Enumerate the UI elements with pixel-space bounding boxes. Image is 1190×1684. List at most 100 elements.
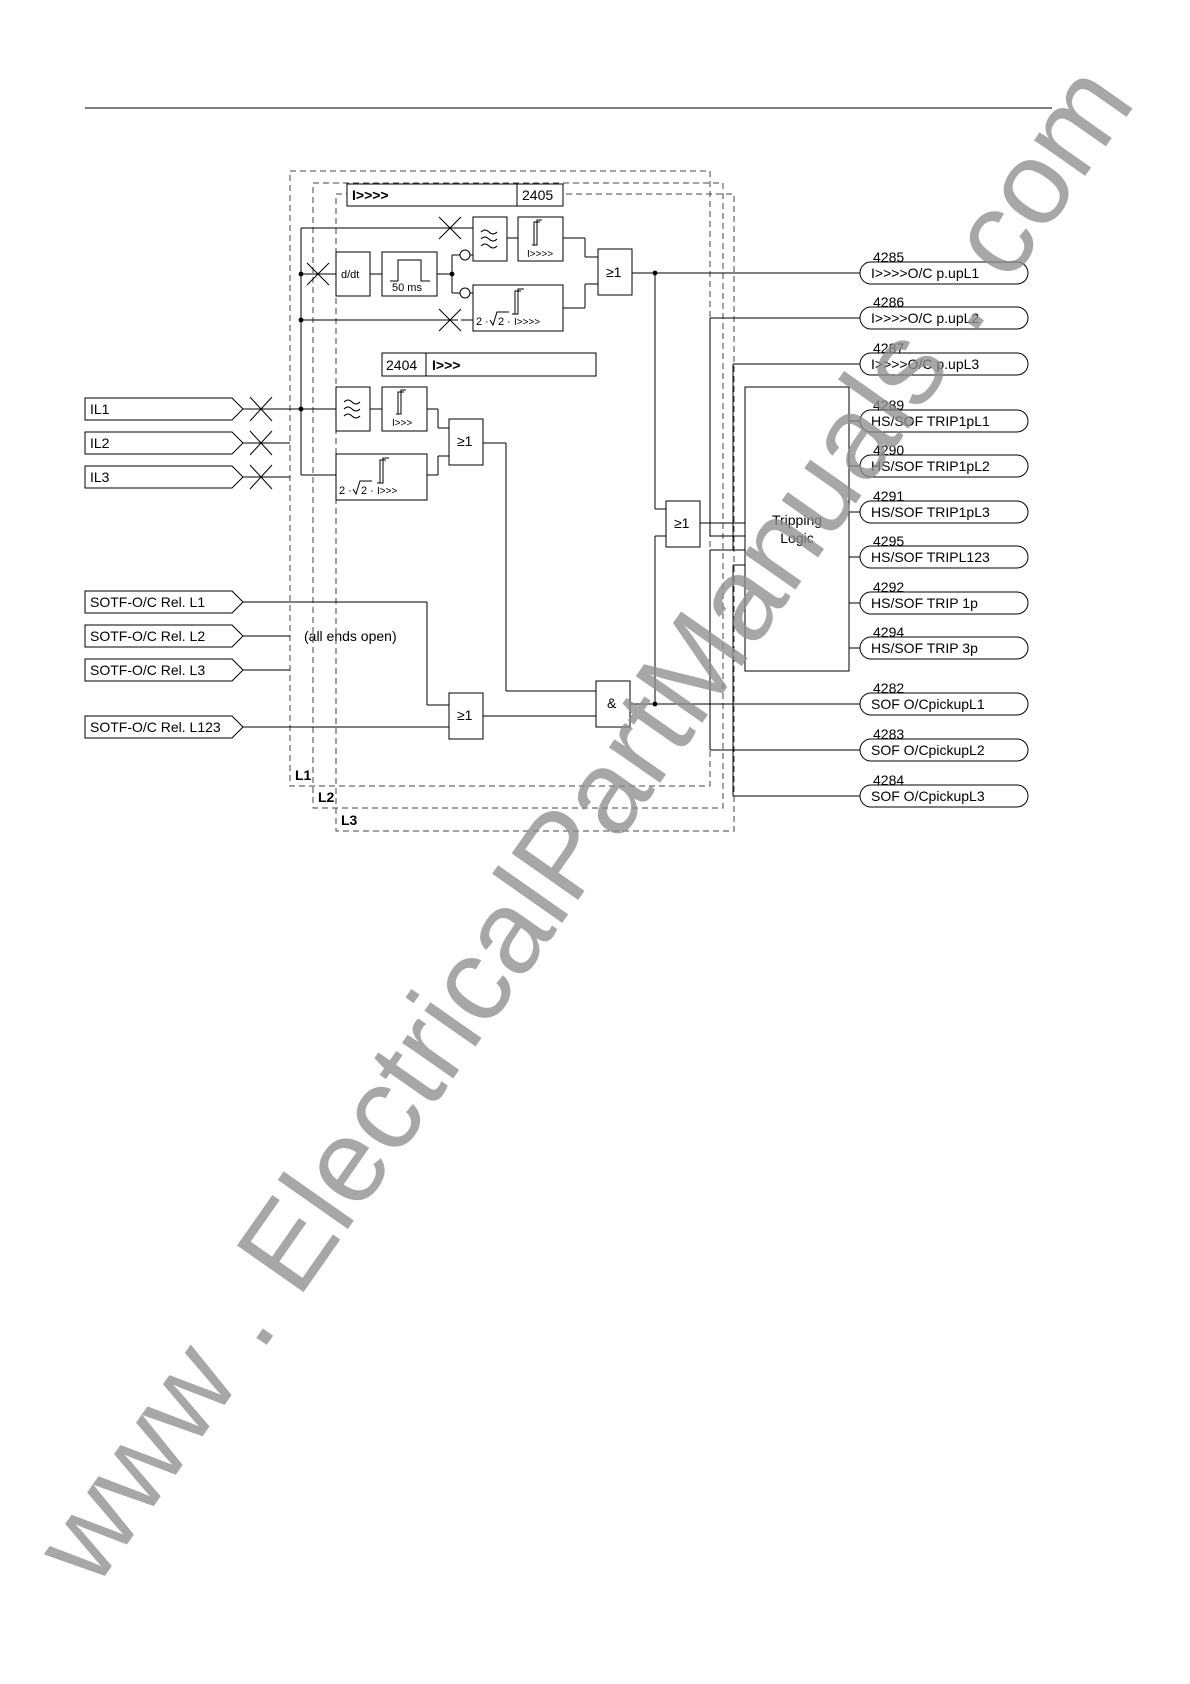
output-4282: 4282 SOF O/CpickupL1 bbox=[859, 680, 1029, 716]
param-2405: I>>>> 2405 bbox=[346, 183, 564, 207]
svg-text:IL2: IL2 bbox=[90, 435, 110, 451]
stage-ihigh4-wiring bbox=[298, 216, 860, 550]
svg-text:4295: 4295 bbox=[873, 533, 904, 549]
svg-text:I>>>>O/C p.upL2: I>>>>O/C p.upL2 bbox=[871, 310, 979, 326]
all-ends-open-note: (all ends open) bbox=[304, 628, 397, 644]
svg-text:≥1: ≥1 bbox=[606, 264, 622, 280]
threshold-ihigh4-2sqrt2: 2 · 2 · I>>>> bbox=[472, 284, 564, 332]
svg-text:&: & bbox=[607, 695, 617, 711]
svg-text:I>>>>O/C p.upL3: I>>>>O/C p.upL3 bbox=[871, 356, 979, 372]
threshold-ihigh3: I>>> bbox=[381, 386, 428, 432]
tripping-logic-block: Tripping Logic bbox=[744, 386, 860, 672]
svg-text:HS/SOF TRIPL123: HS/SOF TRIPL123 bbox=[871, 549, 990, 565]
or-gate-sotf: ≥1 bbox=[448, 692, 596, 740]
phase-label-l1: L1 bbox=[295, 767, 312, 783]
svg-text:I>>>>O/C p.upL1: I>>>>O/C p.upL1 bbox=[871, 265, 979, 281]
svg-text:I>>>: I>>> bbox=[377, 486, 397, 497]
or-gate-ihigh4: ≥1 bbox=[597, 248, 633, 296]
svg-text:SOTF-O/C Rel. L1: SOTF-O/C Rel. L1 bbox=[90, 594, 205, 610]
output-4290: 4290 HS/SOF TRIP1pL2 bbox=[859, 442, 1029, 478]
phase-frame-l1 bbox=[289, 170, 711, 787]
watermark: www . ElectricalPartManuals . com bbox=[8, 41, 1159, 1605]
svg-text:SOTF-O/C Rel. L123: SOTF-O/C Rel. L123 bbox=[90, 719, 221, 735]
output-4294: 4294 HS/SOF TRIP 3p bbox=[859, 624, 1029, 660]
phase-frame-l3 bbox=[335, 193, 735, 832]
svg-text:≥1: ≥1 bbox=[457, 433, 473, 449]
output-4295: 4295 HS/SOF TRIPL123 bbox=[859, 533, 1029, 569]
svg-text:SOTF-O/C Rel. L2: SOTF-O/C Rel. L2 bbox=[90, 628, 205, 644]
input-il3: IL3 bbox=[84, 464, 290, 490]
svg-text:≥1: ≥1 bbox=[674, 515, 690, 531]
svg-text:2: 2 bbox=[498, 316, 504, 328]
svg-text:4282: 4282 bbox=[873, 680, 904, 696]
svg-text:I>>>: I>>> bbox=[392, 418, 412, 429]
svg-text:2405: 2405 bbox=[522, 187, 553, 203]
svg-text:SOF O/CpickupL3: SOF O/CpickupL3 bbox=[871, 788, 985, 804]
svg-text:HS/SOF TRIP1pL3: HS/SOF TRIP1pL3 bbox=[871, 504, 990, 520]
input-sotf-l2: SOTF-O/C Rel. L2 bbox=[84, 624, 290, 648]
inverter-bubbles bbox=[459, 249, 473, 321]
or-gate-trip: ≥1 bbox=[665, 500, 745, 566]
svg-text:·: · bbox=[485, 316, 489, 328]
svg-text:4286: 4286 bbox=[873, 294, 904, 310]
input-sotf-l3: SOTF-O/C Rel. L3 bbox=[84, 658, 290, 682]
svg-text:I>>>>: I>>>> bbox=[514, 317, 540, 328]
svg-text:4287: 4287 bbox=[873, 340, 904, 356]
svg-text:·: · bbox=[348, 485, 352, 497]
svg-text:2: 2 bbox=[339, 485, 345, 497]
filter-block-1 bbox=[472, 216, 508, 262]
phase-label-l2: L2 bbox=[318, 789, 335, 805]
svg-text:4283: 4283 bbox=[873, 726, 904, 742]
svg-text:Logic: Logic bbox=[780, 530, 813, 546]
output-4283: 4283 SOF O/CpickupL2 bbox=[859, 726, 1029, 762]
output-4284: 4284 SOF O/CpickupL3 bbox=[859, 772, 1029, 808]
svg-text:4289: 4289 bbox=[873, 397, 904, 413]
output-4287: 4287 I>>>>O/C p.upL3 bbox=[859, 340, 1029, 376]
threshold-ihigh3-2sqrt2: 2 · 2 · I>>> bbox=[335, 453, 428, 501]
param-2404: 2404 I>>> bbox=[381, 352, 597, 377]
svg-text:·: · bbox=[370, 485, 374, 497]
output-4291: 4291 HS/SOF TRIP1pL3 bbox=[859, 488, 1029, 524]
svg-text:SOF O/CpickupL2: SOF O/CpickupL2 bbox=[871, 742, 985, 758]
svg-text:SOTF-O/C Rel. L3: SOTF-O/C Rel. L3 bbox=[90, 662, 205, 678]
input-sotf-l123: SOTF-O/C Rel. L123 bbox=[84, 715, 449, 739]
svg-text:I>>>: I>>> bbox=[432, 357, 460, 373]
phase-frame-l2 bbox=[312, 182, 724, 809]
input-sotf-l1: SOTF-O/C Rel. L1 bbox=[84, 590, 449, 706]
derivative-block: d/dt bbox=[335, 251, 371, 297]
input-il2: IL2 bbox=[84, 430, 290, 456]
svg-text:·: · bbox=[507, 316, 511, 328]
svg-text:2: 2 bbox=[361, 485, 367, 497]
filter-block-2 bbox=[335, 386, 371, 432]
svg-text:IL3: IL3 bbox=[90, 469, 110, 485]
svg-text:2: 2 bbox=[476, 316, 482, 328]
svg-text:I>>>>: I>>>> bbox=[352, 187, 389, 203]
svg-text:HS/SOF TRIP1pL2: HS/SOF TRIP1pL2 bbox=[871, 458, 990, 474]
svg-text:d/dt: d/dt bbox=[341, 269, 359, 281]
svg-text:4290: 4290 bbox=[873, 442, 904, 458]
output-4286: 4286 I>>>>O/C p.upL2 bbox=[859, 294, 1029, 330]
svg-text:HS/SOF TRIP 1p: HS/SOF TRIP 1p bbox=[871, 595, 978, 611]
svg-text:4291: 4291 bbox=[873, 488, 904, 504]
output-4292: 4292 HS/SOF TRIP 1p bbox=[859, 579, 1029, 615]
svg-text:Tripping: Tripping bbox=[772, 512, 822, 528]
pulse-block: 50 ms bbox=[381, 251, 438, 297]
svg-text:2404: 2404 bbox=[386, 357, 417, 373]
svg-text:4285: 4285 bbox=[873, 249, 904, 265]
stage-ihigh3-wiring bbox=[298, 406, 596, 692]
svg-text:I>>>>: I>>>> bbox=[527, 249, 553, 260]
input-il1: IL1 bbox=[84, 396, 301, 422]
or-gate-ihigh3: ≥1 bbox=[448, 418, 484, 466]
svg-text:HS/SOF TRIP 3p: HS/SOF TRIP 3p bbox=[871, 640, 978, 656]
svg-text:≥1: ≥1 bbox=[457, 707, 473, 723]
svg-text:4284: 4284 bbox=[873, 772, 904, 788]
svg-text:4294: 4294 bbox=[873, 624, 904, 640]
svg-text:4292: 4292 bbox=[873, 579, 904, 595]
output-4285: 4285 I>>>>O/C p.upL1 bbox=[859, 249, 1029, 285]
svg-text:50 ms: 50 ms bbox=[392, 282, 422, 294]
svg-text:HS/SOF TRIP1pL1: HS/SOF TRIP1pL1 bbox=[871, 413, 990, 429]
threshold-ihigh4: I>>>> bbox=[517, 216, 564, 262]
output-4289: 4289 HS/SOF TRIP1pL1 bbox=[859, 397, 1029, 433]
svg-text:SOF O/CpickupL1: SOF O/CpickupL1 bbox=[871, 696, 985, 712]
